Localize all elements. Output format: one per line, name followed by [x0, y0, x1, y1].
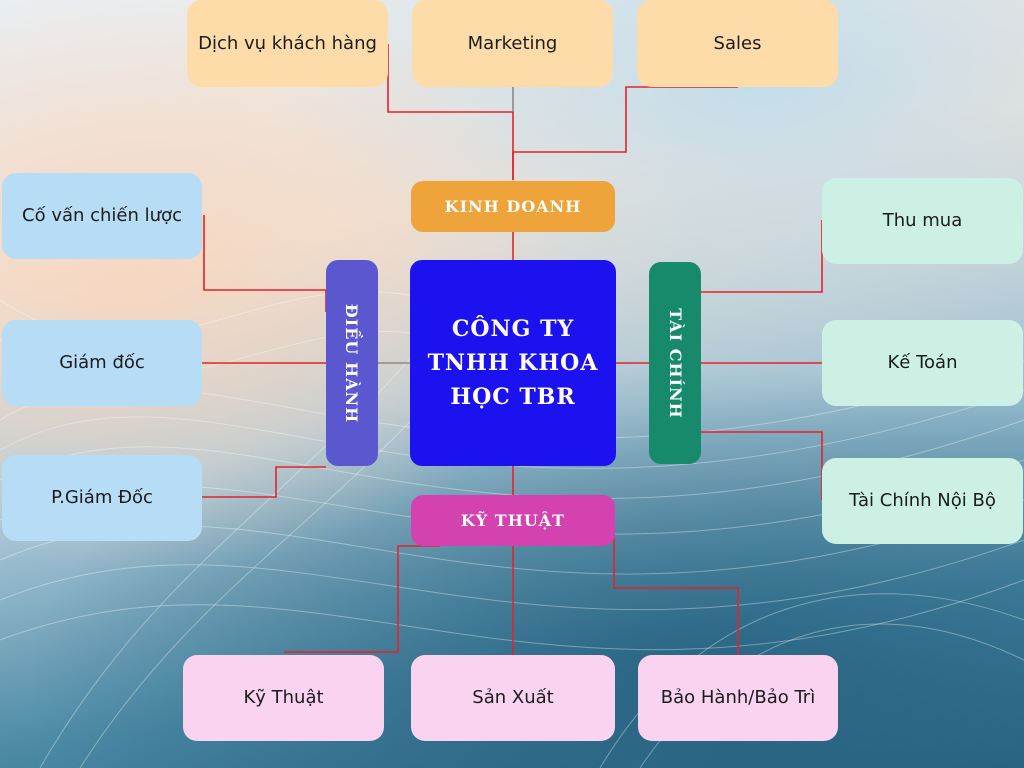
- node-marketing: Marketing: [412, 0, 613, 87]
- branch-ky-thuat: KỸ THUẬT: [411, 495, 615, 546]
- node-dich-vu-khach-hang: Dịch vụ khách hàng: [187, 0, 388, 87]
- node-san-xuat: Sản Xuất: [411, 655, 615, 741]
- node-label: Bảo Hành/Bảo Trì: [660, 687, 816, 709]
- company-name: CÔNG TY TNHH KHOA HỌC TBR: [427, 315, 599, 411]
- node-label: Cố vấn chiến lược: [22, 205, 182, 227]
- branch-dieu-hanh: ĐIỀU HÀNH: [326, 260, 378, 466]
- link-dich-vu: [387, 44, 514, 180]
- node-bao-hanh-bao-tri: Bảo Hành/Bảo Trì: [638, 655, 838, 741]
- branch-tai-chinh: TÀI CHÍNH: [649, 262, 701, 464]
- branch-dieu-hanh-label: ĐIỀU HÀNH: [342, 303, 362, 423]
- link-co-van: [203, 215, 327, 312]
- node-label: Dịch vụ khách hàng: [198, 32, 377, 54]
- node-tai-chinh-noi-bo: Tài Chính Nội Bộ: [822, 458, 1023, 544]
- branch-tai-chinh-label: TÀI CHÍNH: [665, 307, 685, 419]
- node-label: Thu mua: [882, 210, 963, 232]
- link-tai-chinh-noi-bo: [699, 420, 823, 500]
- node-ky-thuat: Kỹ Thuật: [183, 655, 384, 741]
- branch-kinh-doanh: KINH DOANH: [411, 181, 615, 232]
- node-label: Kế Toán: [887, 352, 958, 374]
- link-sales: [512, 86, 738, 180]
- link-ky-thuat-child: [284, 545, 440, 653]
- branch-ky-thuat-label: KỸ THUẬT: [460, 511, 566, 530]
- node-ke-toan: Kế Toán: [822, 320, 1023, 406]
- link-thu-mua: [699, 220, 823, 312]
- node-label: Kỹ Thuật: [243, 687, 324, 709]
- node-label: Sản Xuất: [472, 687, 554, 709]
- link-bao-hanh: [613, 520, 739, 655]
- link-p-giam-doc: [202, 466, 326, 498]
- branch-kinh-doanh-label: KINH DOANH: [444, 197, 582, 216]
- node-label: Tài Chính Nội Bộ: [849, 490, 996, 512]
- node-thu-mua: Thu mua: [822, 178, 1023, 264]
- node-co-van-chien-luoc: Cố vấn chiến lược: [2, 173, 202, 259]
- node-label: Sales: [713, 32, 762, 54]
- node-label: P.Giám Đốc: [51, 487, 153, 509]
- node-sales: Sales: [637, 0, 838, 87]
- node-label: Giám đốc: [59, 352, 145, 374]
- company-center-node: CÔNG TY TNHH KHOA HỌC TBR: [410, 260, 616, 466]
- node-label: Marketing: [467, 32, 558, 54]
- node-p-giam-doc: P.Giám Đốc: [2, 455, 202, 541]
- node-giam-doc: Giám đốc: [2, 320, 202, 406]
